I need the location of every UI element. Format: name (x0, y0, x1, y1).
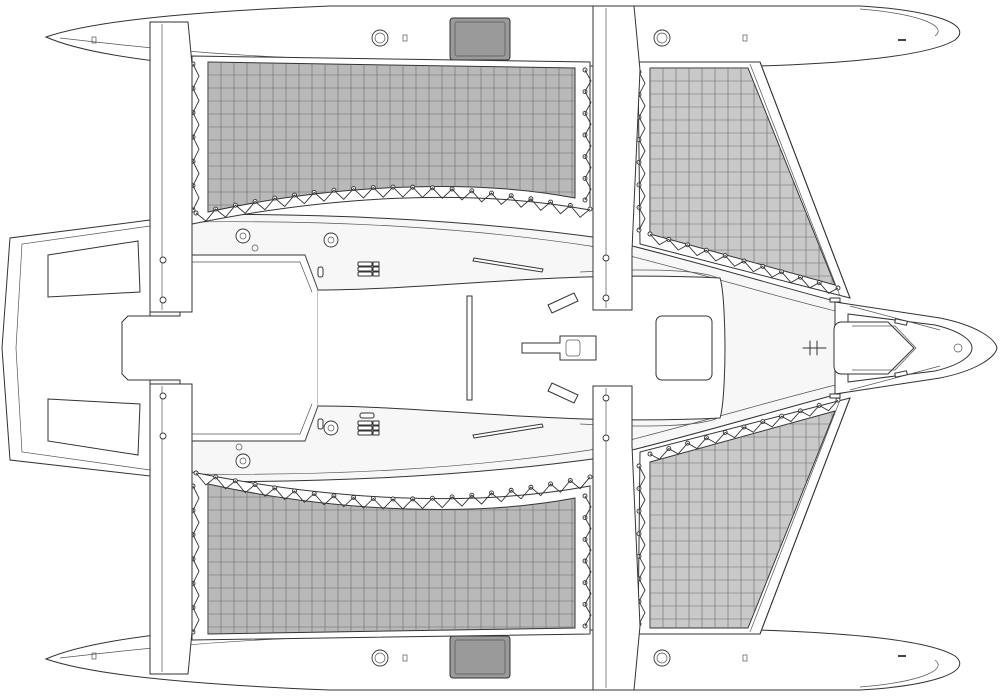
stern-platform (1, 219, 151, 477)
forward-crossbeams (592, 5, 641, 691)
top-float-hatch (449, 17, 511, 61)
bottom-float-port-light-fore (371, 649, 389, 667)
top-float-port-light-fore (371, 29, 389, 47)
clutch-bank-bottom (357, 420, 380, 436)
mainsheet-track (466, 295, 473, 401)
mast-step (521, 335, 597, 361)
main-hull (121, 213, 986, 483)
trampoline-aft-top (191, 55, 591, 225)
top-float-port-light-aft (653, 29, 671, 47)
forward-hatch (655, 315, 713, 381)
trampoline-fore-top (637, 61, 851, 299)
bowsprit-dolphin-lines (829, 297, 941, 399)
trampoline-lacing (190, 61, 841, 635)
bottom-float-port-light-aft (653, 649, 671, 667)
trampoline-aft-bottom (191, 471, 591, 641)
bowsprit (802, 297, 998, 399)
aft-crossbeams (149, 21, 193, 675)
clutch-bank-top (357, 261, 380, 277)
deck-fittings (235, 228, 579, 469)
top-float (44, 5, 961, 67)
bottom-float-hatch (449, 635, 511, 679)
trampoline-fore-bottom (637, 397, 851, 635)
bottom-float (44, 629, 961, 691)
